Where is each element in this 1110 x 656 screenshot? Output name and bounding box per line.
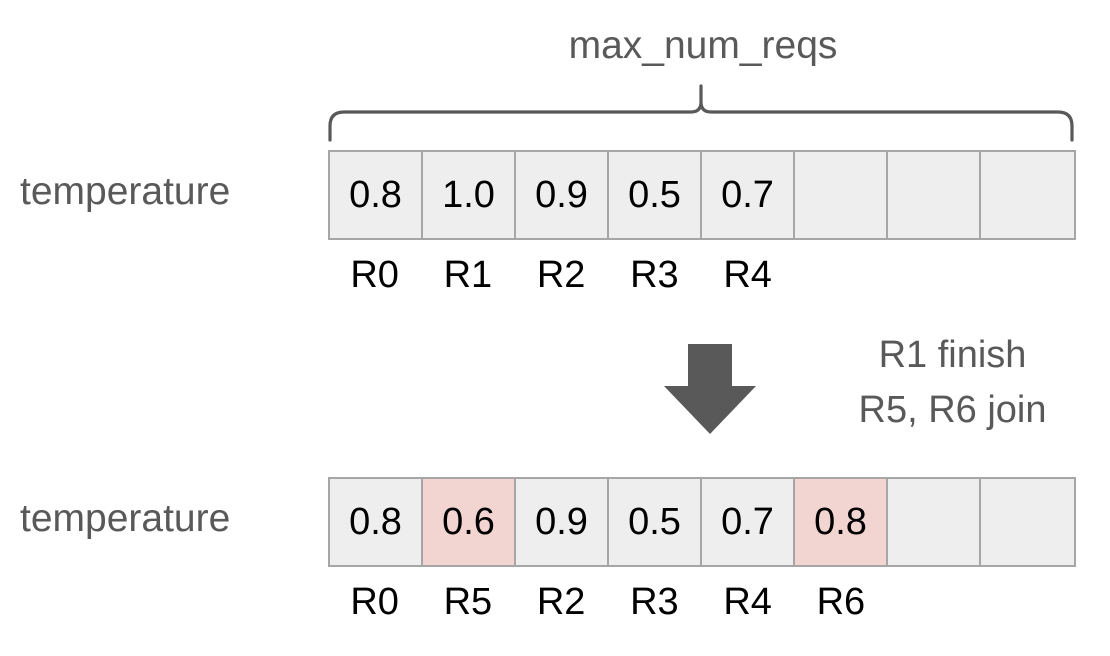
slot-cell-empty[interactable] xyxy=(795,152,888,238)
slot-cell[interactable]: 0.7 xyxy=(702,152,795,238)
slot-tags-before: R0 R1 R2 R3 R4 xyxy=(328,256,1076,294)
slot-array-after: 0.8 0.6 0.9 0.5 0.7 0.8 xyxy=(328,477,1076,567)
slot-tag: R2 xyxy=(536,254,586,296)
curly-brace-icon xyxy=(328,84,1074,142)
slot-tag: R3 xyxy=(630,581,679,623)
slot-tag-empty xyxy=(981,256,1074,294)
slot-tag: R4 xyxy=(723,581,772,623)
slot-cell[interactable]: 0.9 xyxy=(516,152,609,238)
slot-cell-empty[interactable] xyxy=(888,152,981,238)
transition-note: R1 finish R5, R6 join xyxy=(800,328,1105,438)
slot-cell[interactable]: 0.7 xyxy=(702,479,795,565)
slot-tag: R3 xyxy=(630,254,679,296)
slot-tag: R6 xyxy=(816,581,866,623)
transition-note-line-2: R5, R6 join xyxy=(858,389,1047,431)
slot-cell[interactable]: 1.0 xyxy=(423,152,516,238)
down-arrow-icon xyxy=(664,344,756,434)
slot-cell-empty[interactable] xyxy=(888,479,981,565)
slot-tag: R0 xyxy=(350,254,399,296)
slot-tag: R5 xyxy=(443,581,493,623)
slot-tag-empty xyxy=(888,583,981,621)
transition-note-line-1: R1 finish xyxy=(878,334,1027,376)
slot-tag-empty xyxy=(794,256,887,294)
slot-cell-highlighted[interactable]: 0.6 xyxy=(423,479,516,565)
slot-tag: R1 xyxy=(443,254,493,296)
slot-tag: R4 xyxy=(723,254,772,296)
slot-cell[interactable]: 0.9 xyxy=(516,479,609,565)
slot-cell-empty[interactable] xyxy=(981,479,1074,565)
slot-cell[interactable]: 0.8 xyxy=(330,152,423,238)
slot-cell[interactable]: 0.8 xyxy=(330,479,423,565)
slot-array-before: 0.8 1.0 0.9 0.5 0.7 xyxy=(328,150,1076,240)
slot-tag-empty xyxy=(981,583,1074,621)
slot-cell[interactable]: 0.5 xyxy=(609,152,702,238)
slot-tag: R2 xyxy=(536,581,586,623)
row-label-temperature-after: temperature xyxy=(20,497,231,540)
row-label-temperature-before: temperature xyxy=(20,170,231,213)
slot-tag-empty xyxy=(888,256,981,294)
slot-cell[interactable]: 0.5 xyxy=(609,479,702,565)
slot-cell-highlighted[interactable]: 0.8 xyxy=(795,479,888,565)
max-num-reqs-label: max_num_reqs xyxy=(568,24,838,67)
slot-tag: R0 xyxy=(350,581,399,623)
slot-cell-empty[interactable] xyxy=(981,152,1074,238)
slot-tags-after: R0 R5 R2 R3 R4 R6 xyxy=(328,583,1076,621)
